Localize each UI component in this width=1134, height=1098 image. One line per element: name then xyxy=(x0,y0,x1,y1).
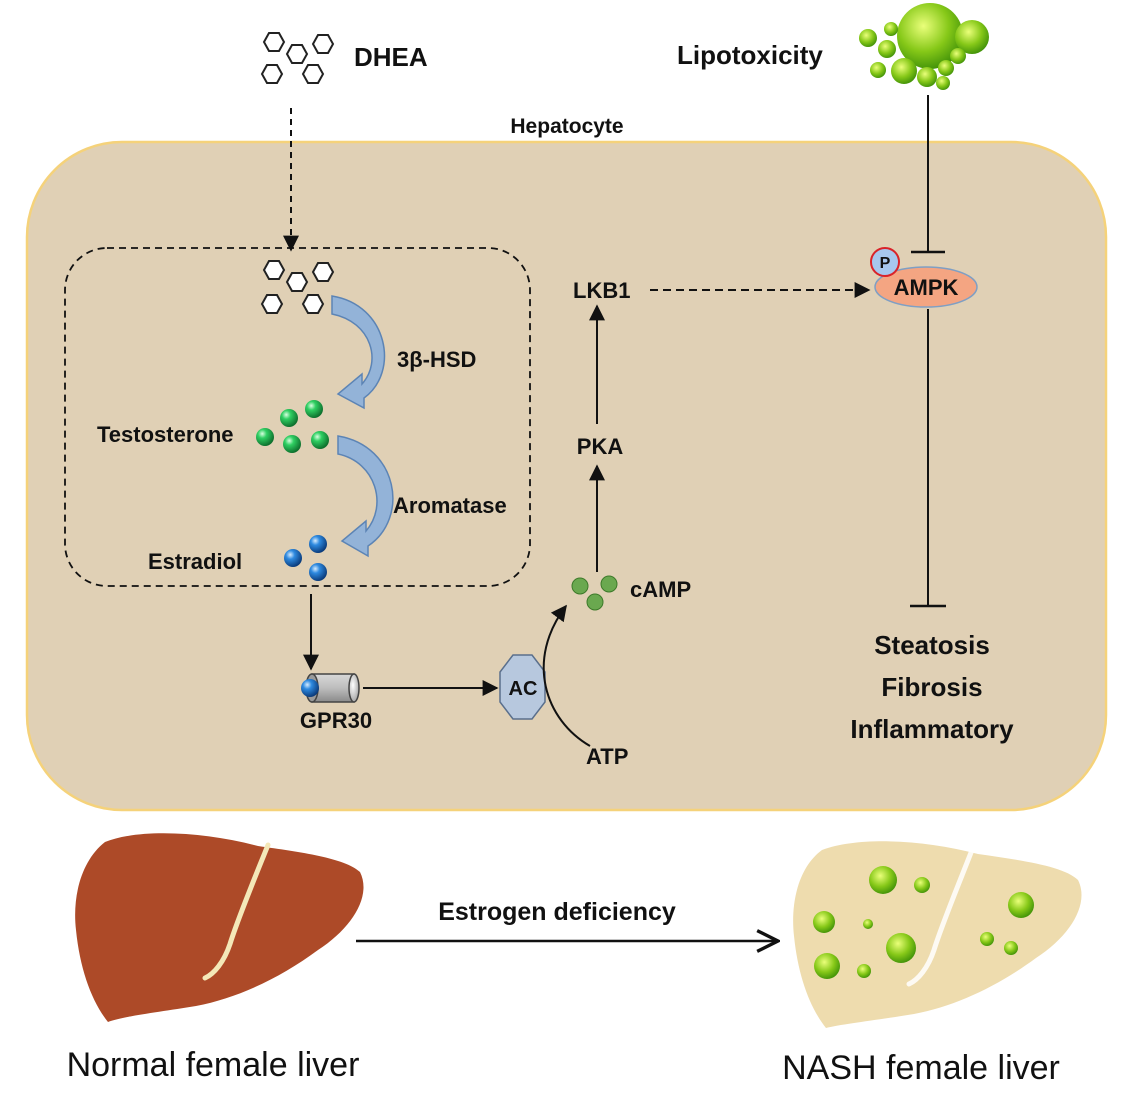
atp-label: ATP xyxy=(586,744,628,769)
estradiol-label: Estradiol xyxy=(148,549,242,574)
hexagon-cluster-icon xyxy=(260,260,335,314)
hepatocyte-label: Hepatocyte xyxy=(510,115,623,138)
estradiol-molecules xyxy=(284,535,327,581)
outcome-fibrosis: Fibrosis xyxy=(881,672,982,702)
atp-to-camp-arrow xyxy=(542,604,591,747)
hepatocyte-cell xyxy=(25,140,1108,812)
nash-liver-label: NASH female liver xyxy=(782,1049,1060,1087)
testosterone-molecules xyxy=(256,400,329,453)
camp-molecules xyxy=(571,575,618,611)
fatty-liver-icon xyxy=(793,841,1082,1028)
aromatase-label: Aromatase xyxy=(393,493,507,518)
lipotoxicity-label: Lipotoxicity xyxy=(677,40,823,70)
lipid-droplet-cluster-icon xyxy=(859,3,989,90)
estrogen-deficiency-label: Estrogen deficiency xyxy=(438,898,676,926)
liver-icon xyxy=(75,833,364,1022)
outcome-steatosis: Steatosis xyxy=(874,630,990,660)
hexagon-cluster-icon xyxy=(260,32,335,84)
gpr30-receptor-icon xyxy=(301,673,360,703)
phospho-label: P xyxy=(880,255,891,272)
testosterone-label: Testosterone xyxy=(97,422,234,447)
gpr30-label: GPR30 xyxy=(300,708,372,733)
dhea-label: DHEA xyxy=(354,42,428,72)
normal-liver-label: Normal female liver xyxy=(67,1046,360,1084)
hsd-conversion-arrow xyxy=(331,295,386,410)
ac-enzyme xyxy=(499,654,546,720)
aromatase-conversion-arrow xyxy=(337,435,394,558)
ampk-label: AMPK xyxy=(894,275,959,300)
ac-label: AC xyxy=(509,678,538,700)
phospho-badge xyxy=(870,247,900,277)
lkb1-label: LKB1 xyxy=(573,278,630,303)
ampk-node xyxy=(874,266,978,308)
camp-label: cAMP xyxy=(630,577,691,602)
outcome-inflammatory: Inflammatory xyxy=(850,714,1014,744)
pka-label: PKA xyxy=(577,434,624,459)
enzyme-3b-hsd-label: 3β-HSD xyxy=(397,347,476,372)
